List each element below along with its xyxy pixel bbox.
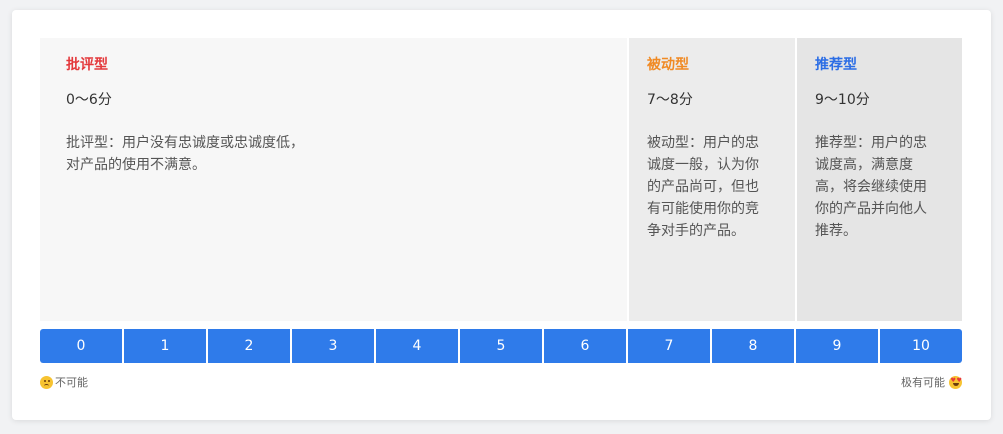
passive-range: 7～8分 xyxy=(647,92,693,108)
score-option-5[interactable]: 5 xyxy=(460,329,542,363)
passive-desc-line: 争对手的产品。 xyxy=(647,223,745,239)
angry-face-icon xyxy=(40,375,53,389)
score-option-8[interactable]: 8 xyxy=(712,329,794,363)
promoter-desc-line: 诚度高，满意度 xyxy=(815,157,913,173)
score-option-1[interactable]: 1 xyxy=(124,329,206,363)
passive-desc-line: 有可能使用你的竞 xyxy=(647,201,759,217)
nps-score-scale: 0 1 2 3 4 5 6 7 8 9 10 xyxy=(40,329,962,363)
score-option-7[interactable]: 7 xyxy=(628,329,710,363)
scale-max-text: 极有可能 xyxy=(901,376,945,389)
critic-desc-line: 批评型：用户没有忠诚度或忠诚度低， xyxy=(66,135,304,151)
score-option-4[interactable]: 4 xyxy=(376,329,458,363)
promoter-range: 9～10分 xyxy=(815,92,870,108)
score-option-3[interactable]: 3 xyxy=(292,329,374,363)
score-option-9[interactable]: 9 xyxy=(796,329,878,363)
scale-min-label: 不可能 xyxy=(40,374,88,390)
promoter-description: 推荐型：用户的忠 诚度高，满意度 高，将会继续使用 你的产品并向他人 推荐。 xyxy=(815,132,944,242)
critic-desc-line: 对产品的使用不满意。 xyxy=(66,157,206,173)
critic-range: 0～6分 xyxy=(66,92,112,108)
promoter-title: 推荐型 xyxy=(815,57,857,73)
score-option-0[interactable]: 0 xyxy=(40,329,122,363)
critic-title: 批评型 xyxy=(66,57,108,73)
passive-panel: 被动型 7～8分 被动型：用户的忠 诚度一般，认为你 的产品尚可，但也 有可能使… xyxy=(627,38,795,321)
passive-description: 被动型：用户的忠 诚度一般，认为你 的产品尚可，但也 有可能使用你的竞 争对手的… xyxy=(647,132,777,242)
score-option-10[interactable]: 10 xyxy=(880,329,962,363)
nps-category-panels: 批评型 0～6分 批评型：用户没有忠诚度或忠诚度低， 对产品的使用不满意。 被动… xyxy=(40,38,962,321)
promoter-desc-line: 你的产品并向他人 xyxy=(815,201,927,217)
promoter-desc-line: 推荐型：用户的忠 xyxy=(815,135,927,151)
passive-desc-line: 被动型：用户的忠 xyxy=(647,135,759,151)
critic-panel: 批评型 0～6分 批评型：用户没有忠诚度或忠诚度低， 对产品的使用不满意。 xyxy=(40,38,627,321)
passive-desc-line: 诚度一般，认为你 xyxy=(647,157,759,173)
heart-eyes-face-icon: ♥♥ xyxy=(949,375,962,389)
scale-max-label: 极有可能 ♥♥ xyxy=(901,374,962,390)
passive-desc-line: 的产品尚可，但也 xyxy=(647,179,759,195)
nps-card: 批评型 0～6分 批评型：用户没有忠诚度或忠诚度低， 对产品的使用不满意。 被动… xyxy=(12,10,991,420)
promoter-panel: 推荐型 9～10分 推荐型：用户的忠 诚度高，满意度 高，将会继续使用 你的产品… xyxy=(795,38,962,321)
scale-min-text: 不可能 xyxy=(55,376,88,389)
score-option-6[interactable]: 6 xyxy=(544,329,626,363)
promoter-desc-line: 推荐。 xyxy=(815,223,857,239)
promoter-desc-line: 高，将会继续使用 xyxy=(815,179,927,195)
passive-title: 被动型 xyxy=(647,57,689,73)
score-option-2[interactable]: 2 xyxy=(208,329,290,363)
critic-description: 批评型：用户没有忠诚度或忠诚度低， 对产品的使用不满意。 xyxy=(66,132,609,176)
